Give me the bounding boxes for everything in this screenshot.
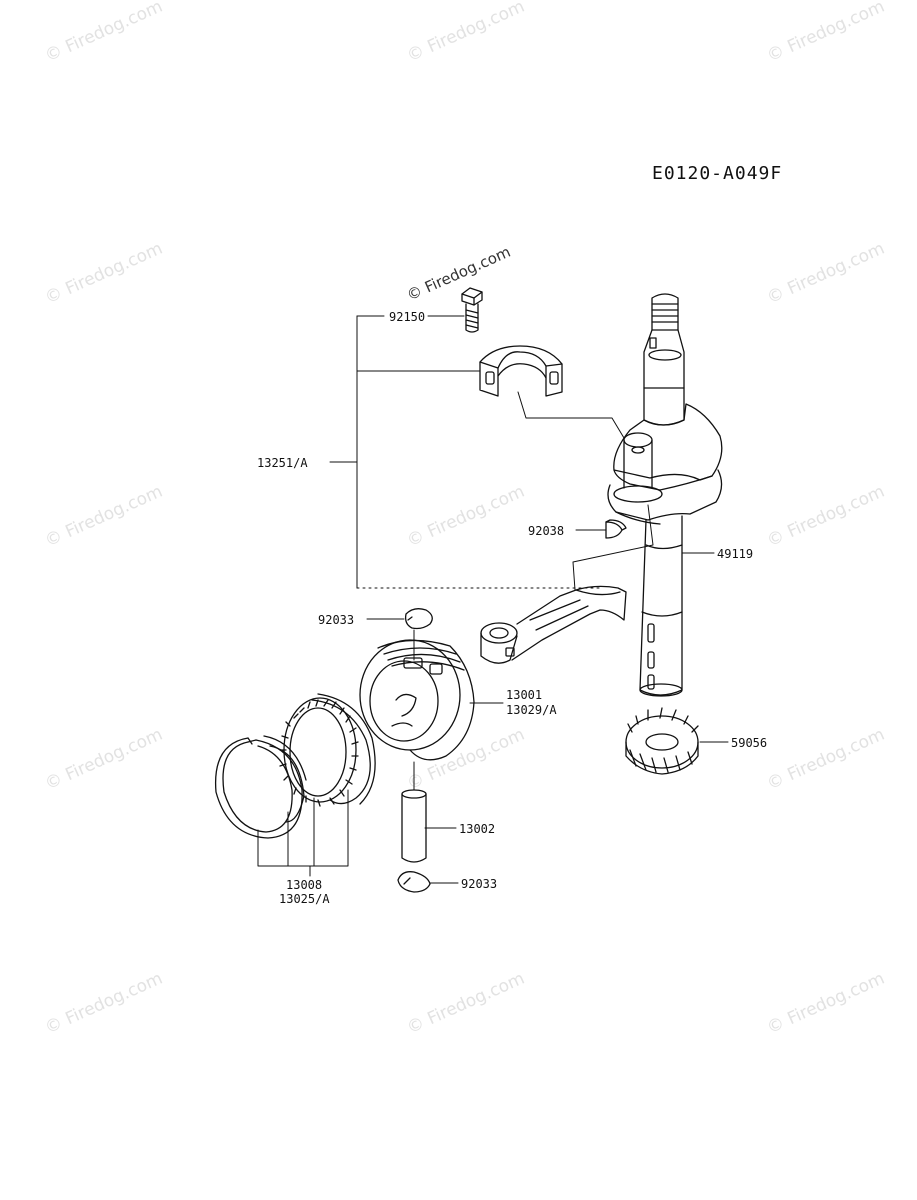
connecting-rod <box>480 585 627 664</box>
part-number-49119[interactable]: 49119 <box>717 547 754 561</box>
part-number-13002[interactable]: 13002 <box>459 822 496 836</box>
circlip-bottom <box>397 871 431 893</box>
piston-13001 <box>359 639 475 761</box>
part-number-92150[interactable]: 92150 <box>389 310 426 324</box>
diagram-code: E0120-A049F <box>652 163 783 184</box>
part-number-13025[interactable]: 13025/A <box>279 892 330 906</box>
gear-59056 <box>625 707 699 775</box>
part-number-92033-top[interactable]: 92033 <box>318 613 355 627</box>
piston-pin-13002 <box>401 789 427 863</box>
key-92038 <box>605 519 627 539</box>
part-number-59056[interactable]: 59056 <box>731 736 768 750</box>
part-number-92033-bottom[interactable]: 92033 <box>461 877 498 891</box>
part-number-92038[interactable]: 92038 <box>528 524 565 538</box>
part-number-13008[interactable]: 13008 <box>286 878 323 892</box>
leader-lines <box>257 315 729 884</box>
rod-cap <box>479 345 563 397</box>
piston-rings-13008 <box>214 693 376 839</box>
bolt-92150 <box>461 287 483 333</box>
part-number-13001[interactable]: 13001 <box>506 688 543 702</box>
crankshaft-49119 <box>607 293 723 697</box>
circlip-top <box>404 608 433 630</box>
part-number-13251[interactable]: 13251/A <box>257 456 308 470</box>
part-number-13029[interactable]: 13029/A <box>506 703 557 717</box>
